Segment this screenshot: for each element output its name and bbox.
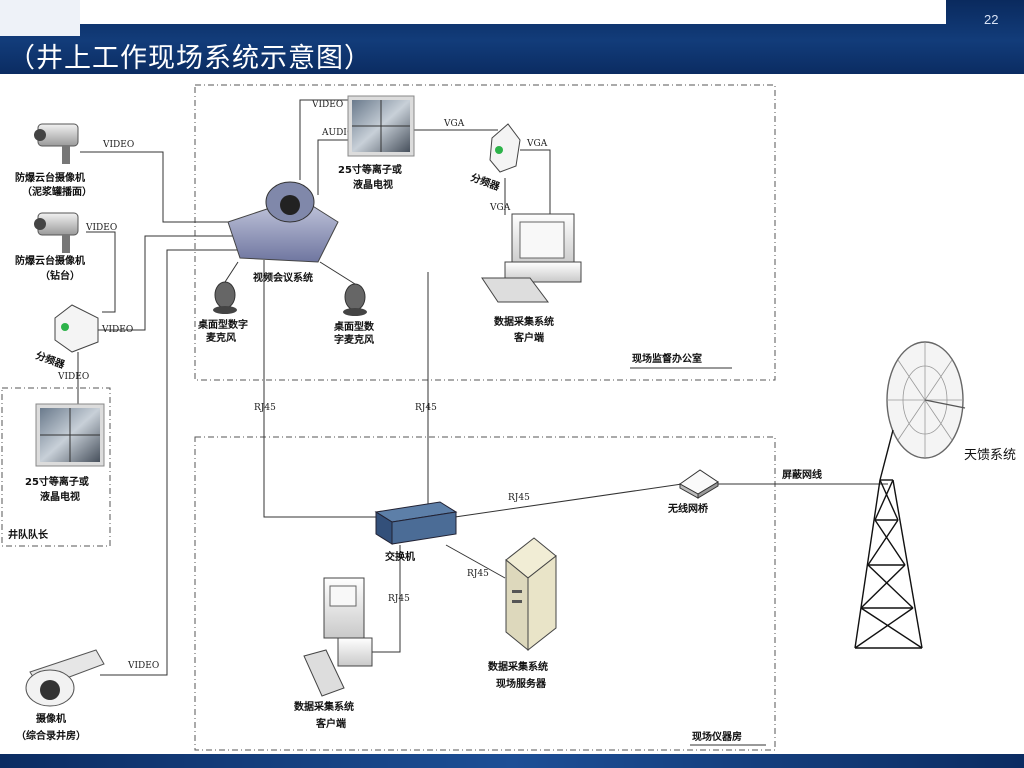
cam-logging-line2: （综合录井房） xyxy=(16,729,86,742)
lcd-tv-icon xyxy=(347,95,415,157)
server-line1: 数据采集系统 xyxy=(488,660,548,673)
server-line2: 现场服务器 xyxy=(496,677,547,690)
zone-team-leader-label: 井队队长 xyxy=(8,528,49,541)
mic-right-line1: 桌面型数 xyxy=(333,320,375,333)
cam-mud-tank-line2: （泥浆罐播面） xyxy=(22,185,92,198)
server-icon xyxy=(505,537,557,652)
client-bottom-line1: 数据采集系统 xyxy=(294,700,354,713)
antenna-label: 天馈系统 xyxy=(964,448,1016,463)
zone-instrument-border xyxy=(194,436,776,751)
microphone-icon xyxy=(213,281,237,314)
signal-rj45-1: RJ45 xyxy=(254,403,276,413)
zone-teamleader-border xyxy=(1,387,111,547)
mic-left-line1: 桌面型数字 xyxy=(197,318,248,331)
slide-title: （井上工作现场系统示意图） xyxy=(8,43,372,74)
wireless-bridge-icon xyxy=(679,469,719,499)
splitter-icon xyxy=(54,304,99,353)
header-logo-area xyxy=(0,0,80,36)
splitter-top-label: 分频器 xyxy=(469,171,503,194)
antenna-tower-icon xyxy=(854,341,966,649)
microphone-icon xyxy=(343,283,367,316)
zone-office-border xyxy=(194,84,776,381)
desktop-computer-icon xyxy=(481,213,582,303)
tv-left-line2: 液晶电视 xyxy=(40,490,80,503)
mic-left-line2: 麦克风 xyxy=(206,331,236,344)
signal-video-2: VIDEO xyxy=(85,223,117,233)
signal-vga-1: VGA xyxy=(443,119,465,129)
signal-rj45-3: RJ45 xyxy=(508,493,530,503)
signal-video-6: VIDEO xyxy=(127,661,159,671)
client-bottom-line2: 客户端 xyxy=(315,717,346,730)
video-conference-icon xyxy=(227,181,339,263)
cam-mud-tank-line1: 防爆云台摄像机 xyxy=(15,171,85,184)
signal-audio: AUDIO xyxy=(321,128,354,138)
signal-vga-3: VGA xyxy=(489,203,511,213)
cam-logging-line1: 摄像机 xyxy=(36,712,66,725)
signal-video-3: VIDEO xyxy=(101,325,133,335)
footer-bar xyxy=(0,754,1024,768)
client-top-line1: 数据采集系统 xyxy=(494,315,554,328)
network-switch-icon xyxy=(374,501,458,545)
signal-rj45-4: RJ45 xyxy=(467,569,489,579)
bridge-label: 无线网桥 xyxy=(667,502,709,515)
header-white-strip xyxy=(80,0,946,24)
splitter-left-label: 分频器 xyxy=(34,349,68,372)
video-conf-label: 视频会议系统 xyxy=(253,271,313,284)
signal-vga-2: VGA xyxy=(526,139,548,149)
mic-right-line2: 字麦克风 xyxy=(334,333,374,346)
signal-video-1: VIDEO xyxy=(102,140,134,150)
switch-label: 交换机 xyxy=(385,550,415,563)
desktop-computer-icon xyxy=(303,577,373,697)
tv-left-line1: 25寸等离子或 xyxy=(25,475,89,488)
explosion-proof-camera-icon xyxy=(34,212,79,253)
signal-rj45-2: RJ45 xyxy=(415,403,437,413)
cam-drill-floor-line2: （钻台） xyxy=(40,269,80,282)
lcd-tv-icon xyxy=(35,403,105,467)
zone-instrument-label: 现场仪器房 xyxy=(692,730,742,743)
signal-video-4: VIDEO xyxy=(57,372,89,382)
client-top-line2: 客户端 xyxy=(513,331,544,344)
splitter-icon xyxy=(489,123,521,173)
cam-drill-floor-line1: 防爆云台摄像机 xyxy=(15,254,85,267)
signal-shielded-cable: 屏蔽网线 xyxy=(781,468,822,481)
tv-top-line1: 25寸等离子或 xyxy=(338,163,402,176)
signal-rj45-5: RJ45 xyxy=(388,594,410,604)
tv-top-line2: 液晶电视 xyxy=(353,178,393,191)
explosion-proof-camera-icon xyxy=(34,123,79,164)
zone-office-label: 现场监督办公室 xyxy=(632,352,702,365)
signal-video-5: VIDEO xyxy=(311,100,343,110)
connection-lines xyxy=(77,99,888,676)
page-number: 22 xyxy=(984,12,999,27)
dome-camera-icon xyxy=(25,649,105,707)
